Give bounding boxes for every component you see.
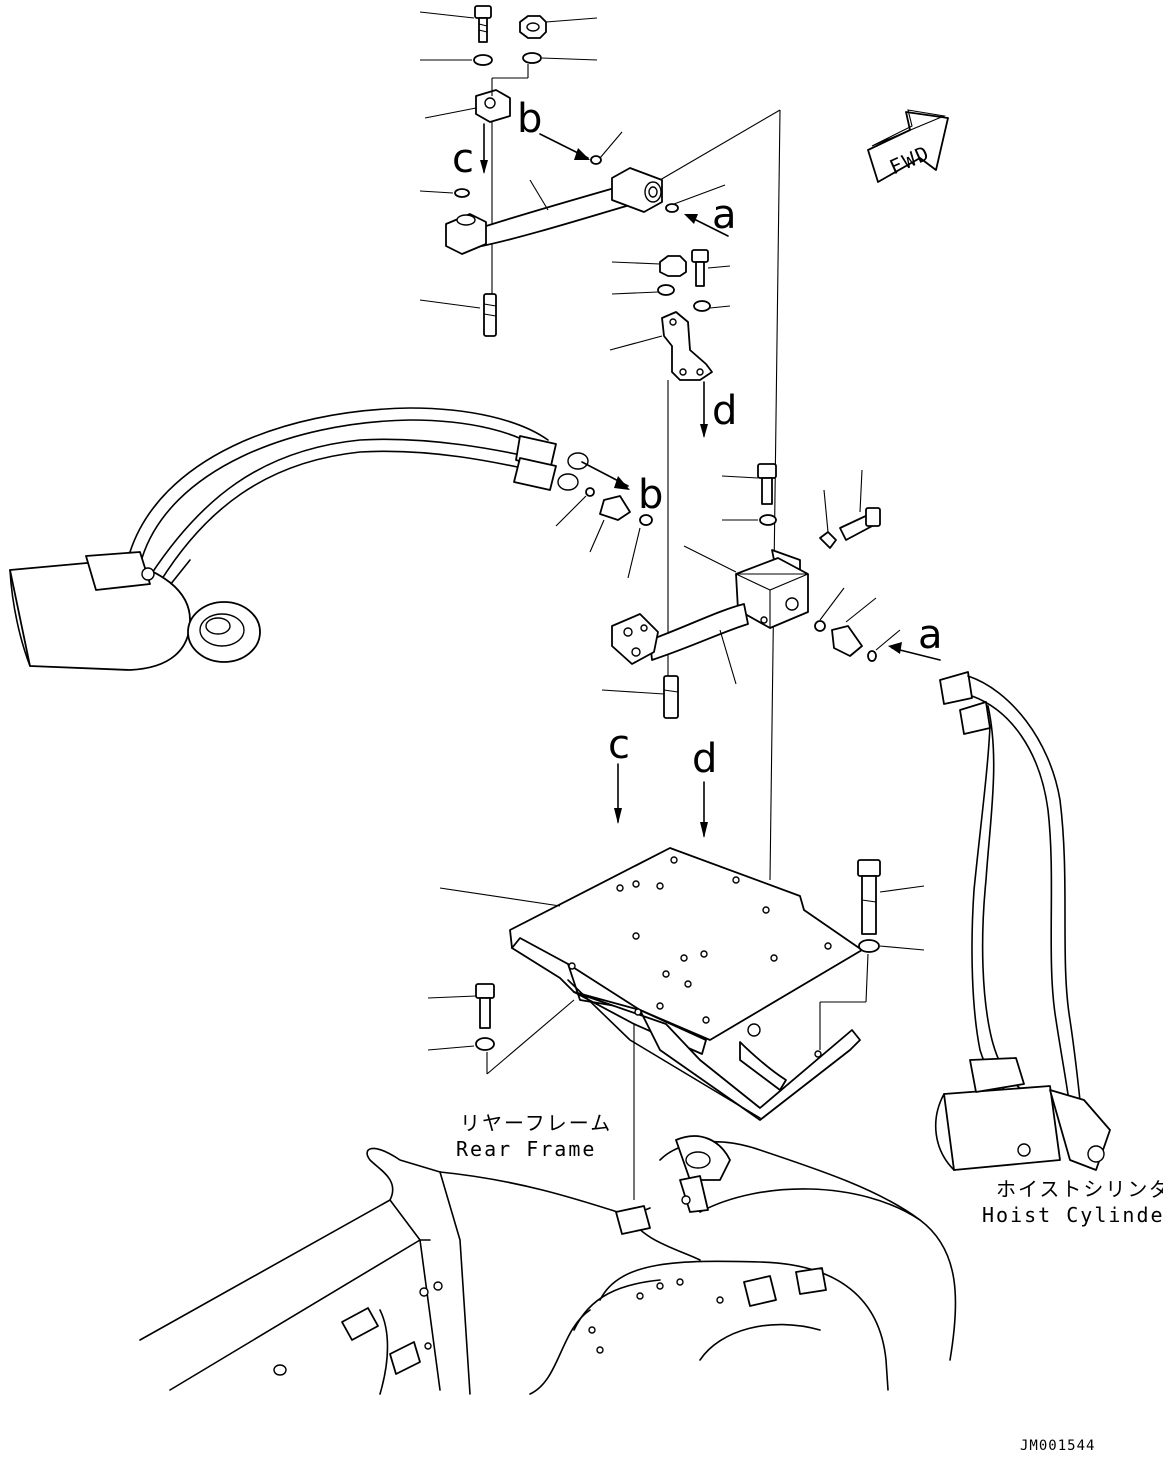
manifold-block bbox=[601, 463, 941, 719]
washer-middle bbox=[759, 514, 777, 526]
bolt-plate-left bbox=[475, 983, 495, 1029]
hose-pipe-upper bbox=[445, 167, 663, 255]
nut-upper-1 bbox=[519, 15, 547, 39]
washer-upper-2 bbox=[522, 52, 542, 64]
bolt-side bbox=[839, 507, 881, 541]
rear-frame bbox=[139, 1135, 957, 1395]
callout-d-upper: d bbox=[712, 388, 737, 434]
fwd-direction-icon: FWD bbox=[867, 109, 949, 183]
bracket-group bbox=[609, 249, 731, 680]
hoist-cylinder-right bbox=[934, 1057, 1111, 1171]
washer-bracket-1 bbox=[657, 284, 675, 296]
washer-upper-1 bbox=[473, 54, 493, 66]
left-hoses bbox=[129, 407, 589, 586]
o-ring-a-lower-1 bbox=[814, 620, 826, 632]
callout-c-lower: c bbox=[608, 722, 630, 768]
o-ring-a-upper bbox=[665, 203, 679, 213]
fitting-a-lower bbox=[831, 625, 863, 657]
callout-a-upper: a bbox=[712, 192, 737, 238]
fitting-b-lower bbox=[555, 487, 653, 579]
stud-upper bbox=[483, 293, 497, 337]
rear-frame-label-en: Rear Frame bbox=[456, 1137, 596, 1161]
washer-bracket-2 bbox=[693, 300, 711, 312]
bolt-upper-1 bbox=[474, 5, 492, 43]
bolt-middle bbox=[757, 463, 777, 505]
washer-plate-right bbox=[858, 939, 880, 953]
callout-c-upper: c bbox=[452, 136, 474, 182]
o-ring-b-upper bbox=[590, 155, 602, 165]
bolt-plate-right bbox=[857, 859, 881, 935]
hoist-cylinder-left bbox=[9, 551, 261, 671]
callout-b-upper: b bbox=[517, 96, 542, 142]
washer-side bbox=[819, 531, 837, 549]
upper-fitting-group bbox=[419, 5, 781, 881]
hoist-cylinder-label-en: Hoist Cylinder bbox=[982, 1203, 1163, 1227]
drawing-code: JM001544 bbox=[1020, 1438, 1095, 1454]
callout-a-lower: a bbox=[918, 612, 943, 658]
washer-plate-left bbox=[475, 1037, 495, 1051]
bolt-bracket bbox=[691, 249, 709, 287]
callout-b-lower: b bbox=[638, 472, 663, 518]
callout-d-lower: d bbox=[692, 736, 717, 782]
mounting-plate bbox=[439, 847, 863, 1121]
o-ring-a-lower-2 bbox=[867, 650, 877, 662]
bracket-plate bbox=[661, 311, 713, 381]
stud-middle bbox=[663, 675, 679, 719]
o-ring-upper bbox=[454, 188, 470, 198]
rear-frame-label-jp: リヤーフレーム bbox=[460, 1111, 612, 1135]
nut-bracket bbox=[659, 255, 687, 277]
clamp-block-upper bbox=[475, 89, 511, 123]
hoist-cylinder-label-jp: ホイストシリンダ bbox=[996, 1177, 1163, 1201]
